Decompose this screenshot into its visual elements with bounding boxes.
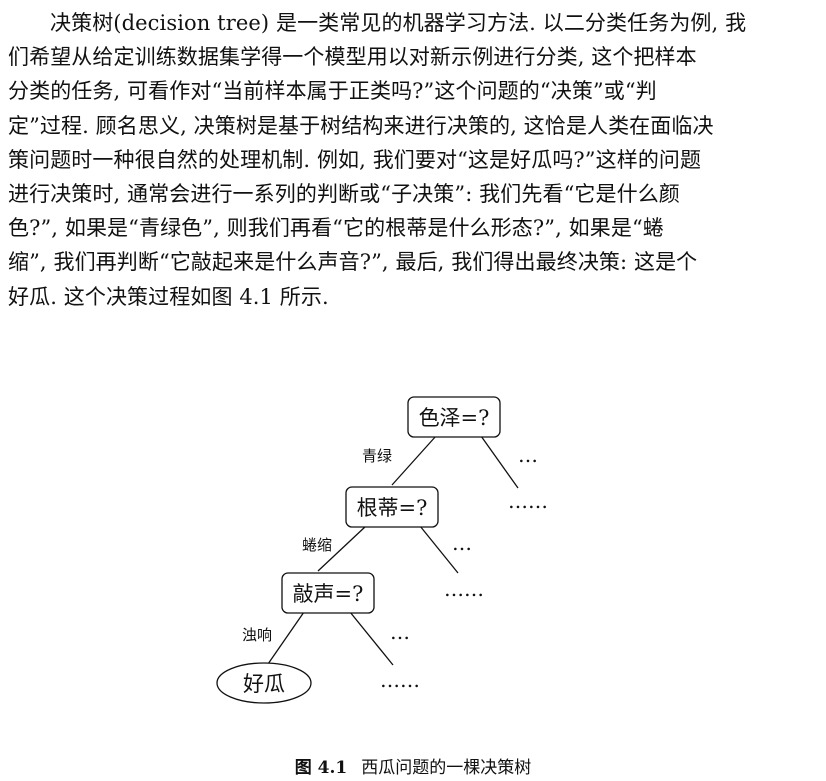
ellipsis-root-other: … [452, 531, 472, 555]
paragraph-line: 们希望从给定训练数据集学得一个模型用以对新示例进行分类, 这个把样本 [8, 45, 697, 70]
node-root-label: 根蒂=? [357, 496, 428, 520]
node-sound-label: 敲声=? [293, 582, 364, 606]
ellipsis-sound-subtree: …… [380, 668, 420, 692]
paragraph-line: 好瓜. 这个决策过程如图 4.1 所示. [8, 284, 329, 309]
paragraph-line: 定”过程. 顾名思义, 决策树是基于树结构来进行决策的, 这恰是人类在面临决 [8, 113, 714, 138]
edge-sound-to-leaf [267, 611, 305, 665]
edge-label-green: 青绿 [362, 447, 392, 465]
node-sound-box [281, 572, 375, 614]
ellipsis-sound-other: … [390, 620, 410, 644]
tree-edges [267, 435, 519, 666]
paragraph-line: 决策树(decision tree) 是一类常见的机器学习方法. 以二分类任务为… [50, 11, 747, 35]
ellipsis-root-subtree: …… [444, 577, 484, 601]
edge-root-other [419, 525, 459, 574]
node-root-box [345, 486, 439, 528]
node-color-label: 色泽=? [419, 406, 490, 430]
paragraph-line: 分类的任务, 可看作对“当前样本属于正类吗?”这个问题的“决策”或“判 [8, 79, 657, 104]
ellipsis-color-other: … [518, 443, 538, 467]
leaf-good-melon-ellipse [216, 662, 312, 704]
ellipsis-color-subtree: …… [508, 489, 548, 513]
edge-label-curled: 蜷缩 [302, 536, 332, 554]
paragraph-line: 缩”, 我们再判断“它敲起来是什么声音?”, 最后, 我们得出最终决策: 这是个 [8, 250, 698, 275]
body-paragraph: 决策树(decision tree) 是一类常见的机器学习方法. 以二分类任务为… [8, 6, 814, 314]
edge-root-to-sound [317, 525, 367, 572]
figure-title: 西瓜问题的一棵决策树 [361, 758, 532, 778]
edge-color-to-root [391, 435, 437, 486]
node-color-box [407, 396, 501, 438]
figure-caption: 图 4.1 西瓜问题的一棵决策树 [0, 753, 826, 778]
figure-number: 图 4.1 [294, 758, 348, 778]
leaf-good-melon-label: 好瓜 [243, 672, 285, 696]
paragraph-line: 策问题时一种很自然的处理机制. 例如, 我们要对“这是好瓜吗?”这样的问题 [8, 147, 702, 172]
edge-color-other [480, 435, 519, 489]
paragraph-line: 色?”, 如果是“青绿色”, 则我们再看“它的根蒂是什么形态?”, 如果是“蜷 [8, 216, 664, 241]
edge-label-dull: 浊响 [242, 626, 272, 644]
paragraph-line: 进行决策时, 通常会进行一系列的判断或“子决策”: 我们先看“它是什么颜 [8, 182, 680, 207]
edge-sound-other [349, 611, 394, 666]
